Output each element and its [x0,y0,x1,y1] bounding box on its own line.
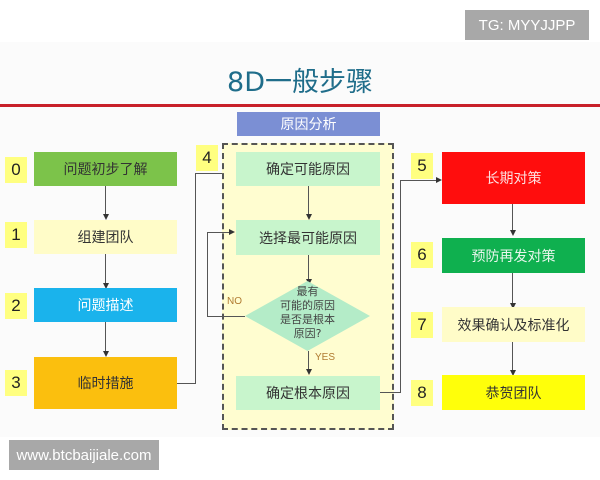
step-number-3: 3 [5,370,27,396]
arrow-icon [229,229,235,235]
connector-2-3 [105,322,106,353]
step-number-1: 1 [5,222,27,248]
connector-cause-1 [308,186,309,216]
yes-label: YES [315,352,336,363]
arrow-icon [306,369,312,375]
connector-1-2 [105,254,106,285]
step-number-5: 5 [411,153,433,179]
step-box-6: 预防再发对策 [442,238,585,273]
arrow-icon [103,214,109,220]
arrow-icon [103,283,109,289]
no-label: NO [227,296,242,307]
watermark-top: TG: MYYJJPP [465,10,589,40]
step-box-7: 效果确认及标准化 [442,307,585,342]
connector-7-8 [512,342,513,372]
step-number-2: 2 [5,293,27,319]
decision-line-1: 最有 [296,285,319,298]
decision-text: 最有 可能的原因 是否是根本 原因? [245,285,370,341]
step-number-7: 7 [411,312,433,338]
step-box-2: 问题描述 [34,288,177,322]
diamond-shape-icon [245,281,370,351]
step-number-6: 6 [411,242,433,268]
cause-step-possible: 确定可能原因 [236,152,380,186]
step-box-5: 长期对策 [442,152,585,204]
connector-3-4-top [195,173,229,174]
no-loop-top [207,232,229,233]
decision-diamond: 最有 可能的原因 是否是根本 原因? [245,281,370,351]
step-box-3: 临时措施 [34,357,177,409]
cause-step-root: 确定根本原因 [236,376,380,410]
arrow-icon [510,303,516,309]
arrow-icon [436,177,442,183]
step-number-0: 0 [5,157,27,183]
step-number-4: 4 [196,145,218,171]
connector-3-4-v [195,173,196,384]
step-box-1: 组建团队 [34,220,177,254]
arrow-icon [510,230,516,236]
connector-3-4-h [177,383,196,384]
arrow-icon [510,370,516,376]
decision-line-2: 可能的原因 [280,299,335,312]
page-title: 8D一般步骤 [227,67,373,98]
arrow-icon [103,351,109,357]
connector-4-5-h [380,392,401,393]
no-loop-vertical [207,232,208,317]
connector-4-5-v [400,180,401,393]
step-number-8: 8 [411,380,433,406]
connector-4-5-top [400,180,436,181]
connector-0-1 [105,186,106,216]
step-box-8: 恭贺团队 [442,375,585,410]
title-divider [0,104,600,107]
decision-line-4: 原因? [293,327,322,340]
no-loop-bottom [207,316,245,317]
connector-yes [308,351,309,371]
arrow-icon [306,214,312,220]
connector-6-7 [512,273,513,305]
connector-5-6 [512,204,513,232]
watermark-bottom: www.btcbaijiale.com [9,440,159,470]
cause-analysis-header: 原因分析 [237,112,380,136]
step-box-0: 问题初步了解 [34,152,177,186]
decision-line-3: 是否是根本 [280,313,335,326]
connector-cause-2 [308,255,309,281]
cause-step-most-likely: 选择最可能原因 [236,220,380,255]
